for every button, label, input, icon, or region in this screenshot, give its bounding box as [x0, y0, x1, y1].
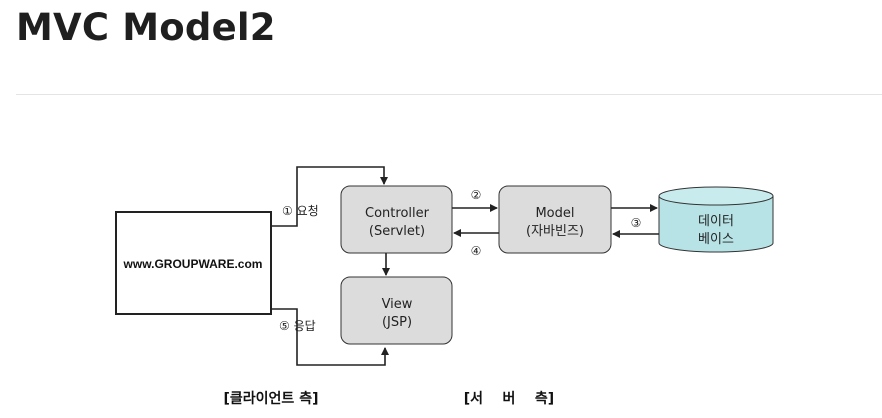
request-label: ① 요청	[282, 204, 319, 218]
client-box-label: www.GROUPWARE.com	[123, 257, 263, 271]
view-label: View	[382, 297, 413, 312]
model-label: Model	[535, 206, 574, 221]
database-sublabel: 베이스	[698, 232, 734, 247]
server-side-caption: [서 버 측]	[464, 390, 554, 407]
step4-label: ④	[471, 244, 482, 258]
client-side-caption: [클라이언트 측]	[224, 390, 319, 407]
view-sublabel: (JSP)	[382, 315, 412, 330]
response-label: ⑤ 응답	[279, 319, 316, 333]
response-connector	[271, 308, 389, 366]
database-label: 데이터	[698, 214, 734, 229]
title-divider	[16, 94, 882, 95]
client-box	[115, 211, 272, 315]
controller-label: Controller	[365, 206, 430, 221]
model-node	[498, 185, 612, 254]
step3-label: ③	[631, 216, 642, 230]
request-connector	[271, 166, 388, 227]
step2-label: ②	[471, 188, 482, 202]
database-node	[658, 186, 774, 253]
view-node	[340, 276, 453, 345]
controller-node	[340, 185, 453, 254]
model-sublabel: (자바빈즈)	[526, 224, 584, 239]
controller-sublabel: (Servlet)	[369, 224, 425, 239]
page-title: MVC Model2	[16, 6, 276, 49]
